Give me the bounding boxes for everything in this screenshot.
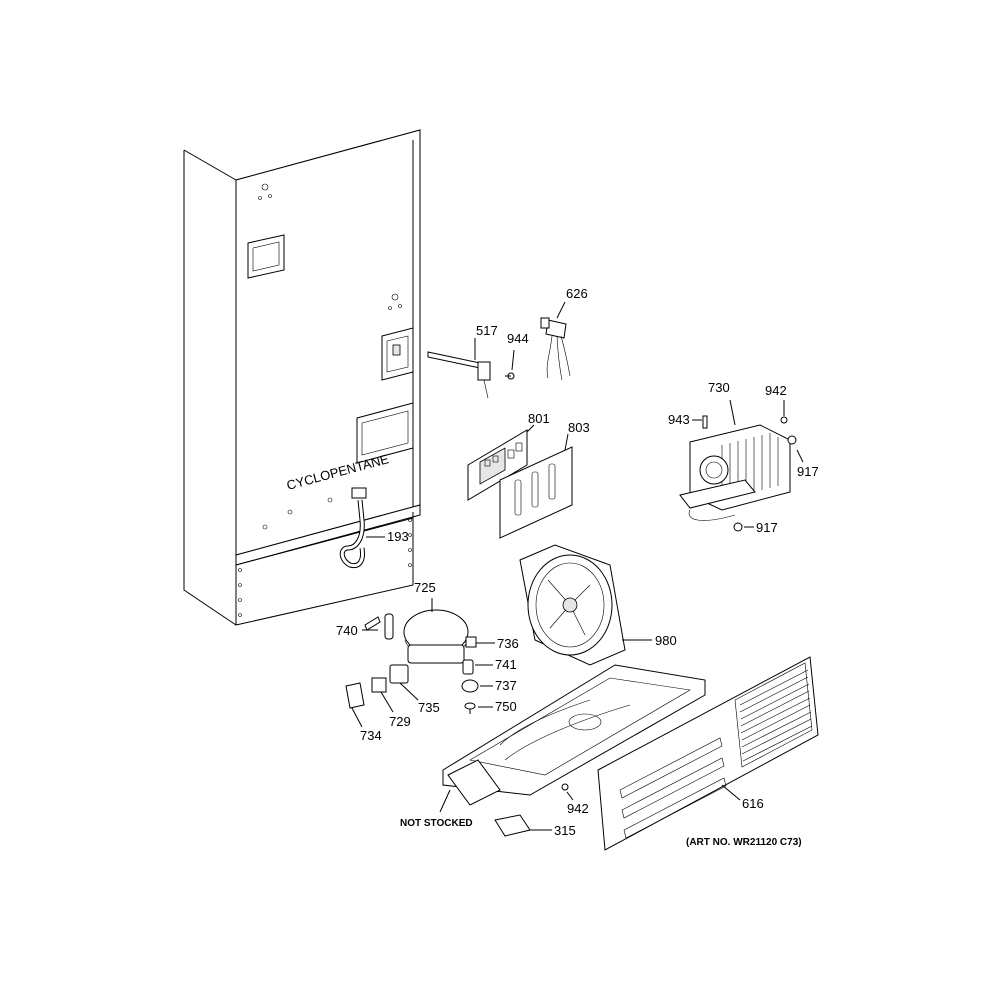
label-803: 803: [568, 420, 590, 435]
label-980: 980: [655, 633, 677, 648]
label-736: 736: [497, 636, 519, 651]
label-942-top: 942: [765, 383, 787, 398]
screw-942-bottom: [561, 783, 574, 801]
compressor-725: [403, 598, 469, 664]
label-917-a: 917: [797, 464, 819, 479]
label-917-b: 917: [756, 520, 778, 535]
label-725: 725: [414, 580, 436, 595]
label-750: 750: [495, 699, 517, 714]
label-801: 801: [528, 411, 550, 426]
label-517: 517: [476, 323, 498, 338]
label-730: 730: [708, 380, 730, 395]
part-741: [462, 659, 493, 675]
harness-626: [540, 301, 571, 381]
part-737: [461, 679, 493, 693]
fan-980: [519, 544, 652, 666]
part-517: [427, 338, 491, 399]
label-734: 734: [360, 728, 382, 743]
label-942-bottom: 942: [567, 801, 589, 816]
label-626: 626: [566, 286, 588, 301]
screw-944: [505, 349, 515, 380]
part-315: [494, 814, 552, 837]
part-735: [389, 664, 419, 701]
label-741: 741: [495, 657, 517, 672]
label-737: 737: [495, 678, 517, 693]
screw-942-top: [780, 400, 788, 424]
label-315: 315: [554, 823, 576, 838]
back-cover-616: [597, 656, 819, 851]
grommet-917-a: [787, 435, 804, 463]
part-734: [345, 682, 365, 728]
label-740: 740: [336, 623, 358, 638]
label-944: 944: [507, 331, 529, 346]
callout-labels: 626 517 944 730 942 943 801 803 917 917 …: [336, 286, 819, 848]
grommet-917-b: [733, 522, 754, 532]
label-735: 735: [418, 700, 440, 715]
label-943: 943: [668, 412, 690, 427]
cabinet-back: CYCLOPENTANE: [183, 129, 421, 626]
condenser-730: [679, 399, 791, 521]
label-729: 729: [389, 714, 411, 729]
part-740: [362, 613, 394, 640]
label-616: 616: [742, 796, 764, 811]
board-801: [467, 424, 535, 501]
not-stocked-note: NOT STOCKED: [400, 818, 473, 829]
screw-943: [692, 415, 708, 429]
art-number-note: (ART NO. WR21120 C73): [686, 837, 802, 848]
cover-803: [499, 433, 573, 539]
part-729: [371, 677, 394, 713]
part-736: [465, 636, 495, 648]
drain-hose-193: [339, 499, 385, 569]
base-pan: [439, 664, 706, 813]
label-193: 193: [387, 529, 409, 544]
part-750: [464, 702, 493, 714]
